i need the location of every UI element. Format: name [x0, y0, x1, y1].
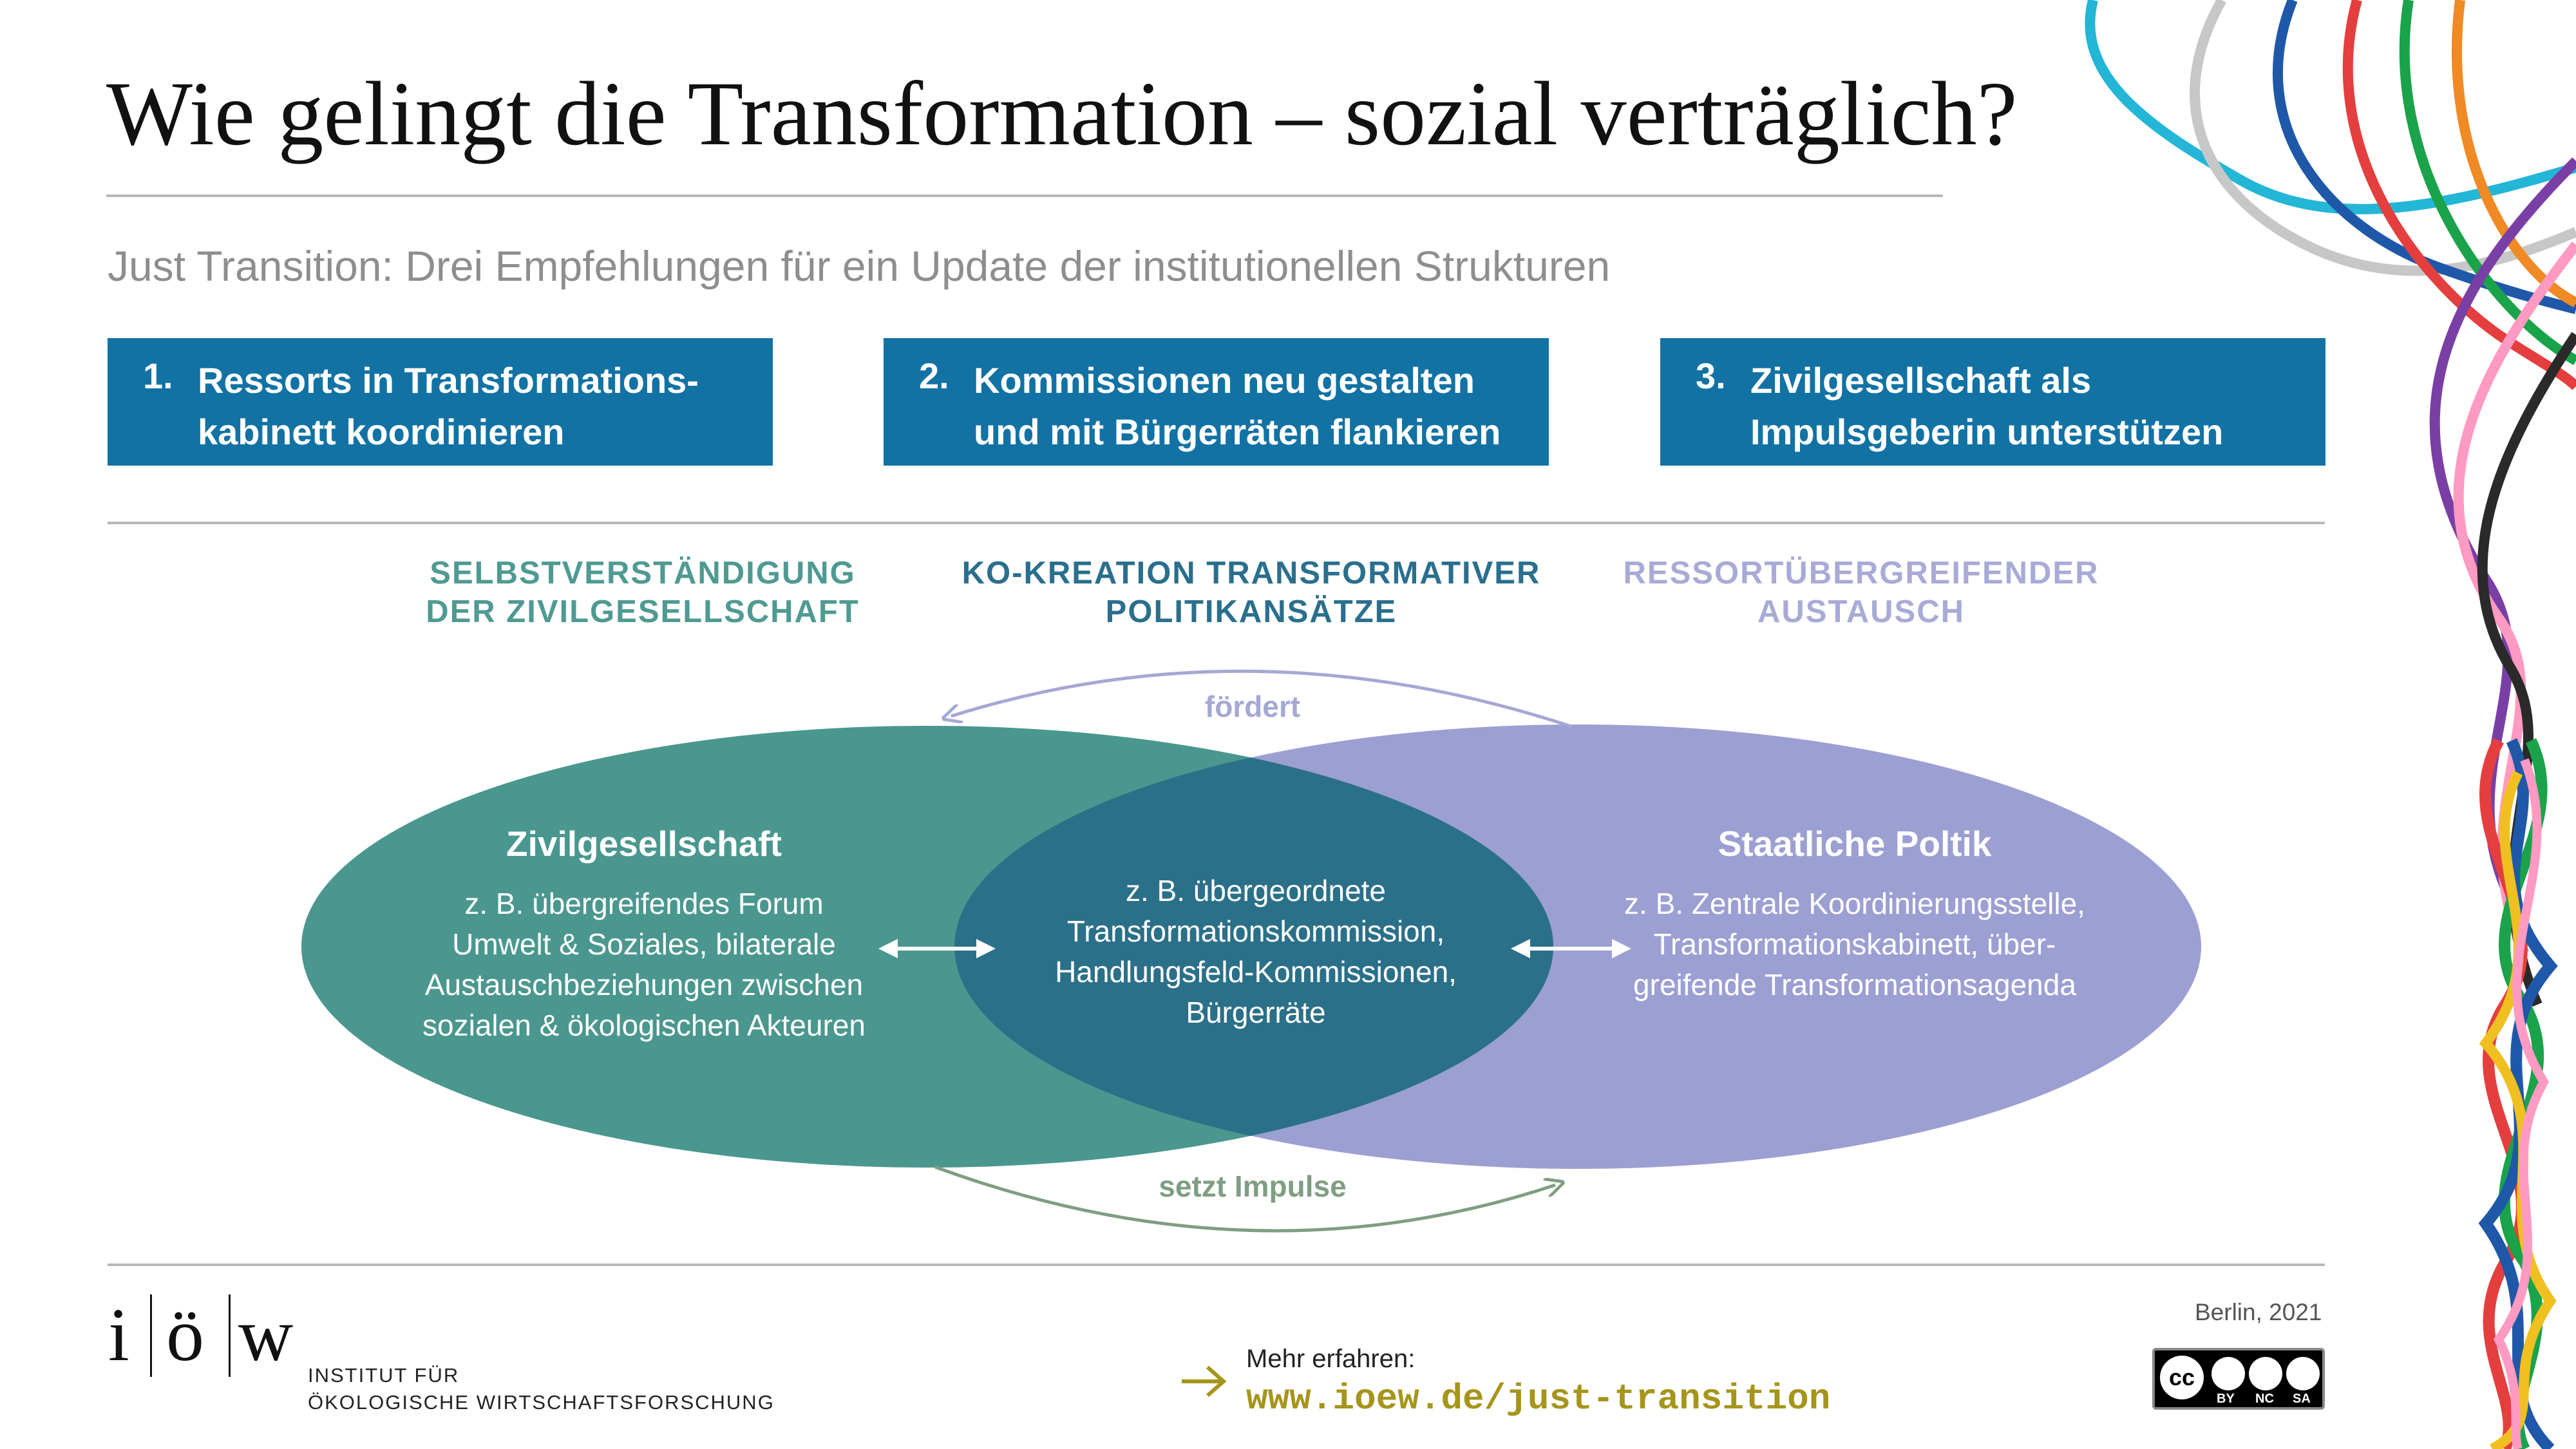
recommendation-text: Zivilgesellschaft als Impulsgeberin unte…	[1750, 355, 2223, 458]
page-title: Wie gelingt die Transformation – sozial …	[106, 62, 2018, 164]
logo-separator	[150, 1294, 152, 1377]
logo-letter: i	[108, 1293, 129, 1377]
category-line: AUSTAUSCH	[1757, 594, 1965, 629]
arrow-right-icon	[1182, 1365, 1227, 1397]
recommendation-box-1: 1. Ressorts in Transformations- kabinett…	[108, 338, 773, 466]
intersection-text: z. B. übergeordnete Transformationskommi…	[1005, 871, 1507, 1033]
recommendation-line: Impulsgeberin unterstützen	[1750, 412, 2224, 452]
section-divider	[108, 522, 2325, 524]
body-line: Bürgerräte	[1186, 996, 1326, 1029]
title-divider	[106, 194, 1943, 197]
recommendation-box-2: 2. Kommissionen neu gestalten und mit Bü…	[884, 338, 1549, 466]
category-line: DER ZIVILGESELLSCHAFT	[426, 594, 860, 629]
logo-letter: w	[238, 1293, 294, 1377]
place-date: Berlin, 2021	[2195, 1299, 2322, 1325]
creative-commons-license-badge: cc BY NC SA	[2152, 1348, 2325, 1410]
category-heading-cross-department: RESSORTÜBERGREIFENDER AUSTAUSCH	[1571, 554, 2151, 631]
recommendation-line: Ressorts in Transformations-	[198, 360, 699, 401]
body-line: Handlungsfeld-Kommissionen,	[1055, 955, 1457, 989]
intersection-body: z. B. übergeordnete Transformationskommi…	[1005, 871, 1507, 1033]
body-line: z. B. übergreifendes Forum	[464, 887, 824, 920]
logo-separator	[229, 1294, 231, 1377]
institute-name-line2: ÖKOLOGISCHE WIRTSCHAFTSFORSCHUNG	[308, 1391, 775, 1414]
category-line: SELBSTVERSTÄNDIGUNG	[430, 556, 856, 591]
arc-label-foerdert: fördert	[1204, 690, 1301, 723]
page-subtitle: Just Transition: Drei Empfehlungen für e…	[108, 242, 1611, 290]
body-line: Transformationskabinett, über-	[1653, 927, 2056, 961]
arc-label-setzt-impulse: setzt Impulse	[1159, 1170, 1347, 1203]
body-line: z. B. Zentrale Koordinierungsstelle,	[1624, 887, 2085, 920]
recommendation-number: 2.	[919, 355, 949, 396]
recommendation-line: kabinett koordinieren	[198, 412, 565, 452]
civil-society-text: Zivilgesellschaft z. B. übergreifendes F…	[361, 823, 927, 1046]
body-line: Umwelt & Soziales, bilaterale	[452, 927, 836, 961]
state-policy-body: z. B. Zentrale Koordinierungsstelle, Tra…	[1565, 884, 2145, 1005]
arc-arrow-foerdert	[951, 669, 1572, 728]
civil-society-heading: Zivilgesellschaft	[506, 824, 782, 864]
footer-divider	[108, 1264, 2325, 1266]
state-policy-heading: Staatliche Poltik	[1718, 824, 1992, 864]
category-heading-co-creation: KO-KREATION TRANSFORMATIVER POLITIKANSÄT…	[961, 554, 1541, 631]
recommendation-text: Kommissionen neu gestalten und mit Bürge…	[974, 355, 1501, 458]
recommendation-line: Kommissionen neu gestalten	[974, 360, 1475, 401]
category-line: RESSORTÜBERGREIFENDER	[1623, 556, 2099, 591]
more-info-label: Mehr erfahren:	[1246, 1345, 1416, 1373]
category-line: KO-KREATION TRANSFORMATIVER	[961, 556, 1541, 591]
by-icon	[2211, 1357, 2245, 1390]
civil-society-body: z. B. übergreifendes Forum Umwelt & Sozi…	[361, 884, 927, 1046]
recommendation-number: 3.	[1696, 355, 1726, 396]
institute-name-line1: INSTITUT FÜR	[308, 1364, 460, 1387]
venn-intersection	[954, 726, 1553, 1168]
license-text: NC	[2255, 1392, 2274, 1406]
cc-icon: cc	[2160, 1356, 2204, 1399]
recommendation-text: Ressorts in Transformations- kabinett ko…	[198, 355, 699, 458]
license-text: BY	[2217, 1392, 2235, 1406]
decorative-ribbons-image	[2085, 0, 2576, 1449]
recommendation-number: 1.	[143, 355, 173, 396]
body-line: sozialen & ökologischen Akteuren	[422, 1009, 866, 1042]
website-link[interactable]: www.ioew.de/just-transition	[1246, 1378, 1831, 1419]
license-text: SA	[2293, 1392, 2311, 1406]
body-line: greifende Transformationsagenda	[1633, 968, 2076, 1001]
body-line: Austauschbeziehungen zwischen	[424, 968, 864, 1001]
body-line: Transformationskommission,	[1066, 914, 1445, 948]
logo-letter: ö	[166, 1293, 204, 1377]
body-line: z. B. übergeordnete	[1125, 874, 1387, 907]
recommendation-line: Zivilgesellschaft als	[1750, 360, 2092, 401]
recommendation-box-3: 3. Zivilgesellschaft als Impulsgeberin u…	[1660, 338, 2325, 466]
recommendation-line: und mit Bürgerräten flankieren	[974, 412, 1501, 452]
category-line: POLITIKANSÄTZE	[1105, 594, 1397, 629]
arc-arrow-setzt-impulse	[934, 1165, 1555, 1233]
state-policy-text: Staatliche Poltik z. B. Zentrale Koordin…	[1565, 823, 2145, 1005]
nc-icon	[2249, 1357, 2282, 1390]
sa-icon	[2286, 1357, 2320, 1390]
category-heading-self-understanding: SELBSTVERSTÄNDIGUNG DER ZIVILGESELLSCHAF…	[353, 554, 933, 631]
